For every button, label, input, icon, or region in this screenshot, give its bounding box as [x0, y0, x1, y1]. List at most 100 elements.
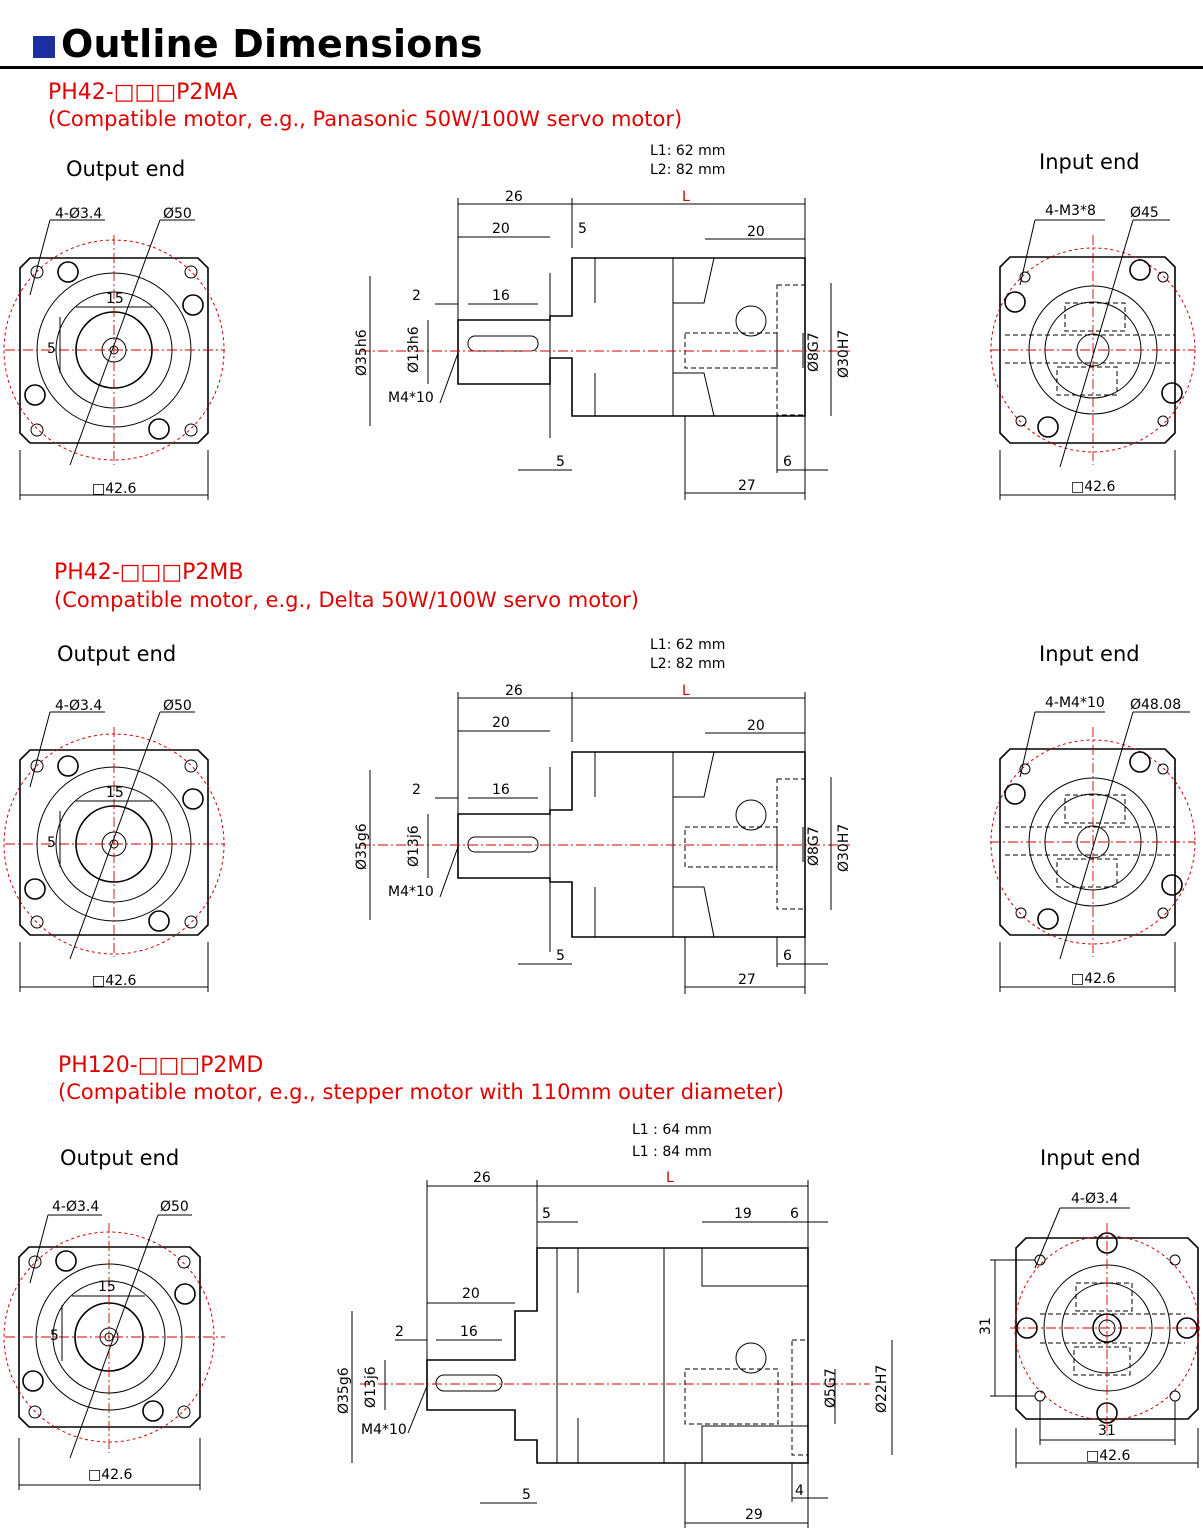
tap-label: M4*10 — [388, 884, 434, 900]
page-title: Outline Dimensions — [61, 22, 483, 66]
dim-6: 6 — [783, 948, 792, 964]
mount-hole — [30, 265, 44, 279]
holes-label: 4-Ø3.4 — [55, 698, 102, 714]
dim-26: 26 — [505, 189, 523, 205]
flange-square — [19, 749, 209, 936]
compatible-motor: (Compatible motor, e.g., Delta 50W/100W … — [54, 588, 639, 612]
pilot-diameter: Ø30H7 — [836, 330, 852, 378]
compatible-motor: (Compatible motor, e.g., Panasonic 50W/1… — [48, 107, 683, 131]
width-15-label: 15 — [106, 785, 124, 801]
key-slot — [467, 335, 539, 352]
holes-label: 4-Ø3.4 — [55, 206, 102, 222]
title-rule — [0, 66, 1203, 69]
side-view-drawing: L1: 62 mm L2: 82 mm 26 L 20 5 20 2 16 Ø3… — [354, 143, 852, 500]
length-l1: L1: 62 mm — [650, 637, 725, 653]
width-15-label: 15 — [98, 1279, 116, 1295]
section-ph42-p2ma: PH42-□□□P2MA (Compatible motor, e.g., Pa… — [0, 0, 1203, 520]
square-label: □42.6 — [1086, 1448, 1130, 1464]
mount-hole — [184, 265, 198, 279]
flange-square — [1015, 1237, 1199, 1420]
model-name: PH42-□□□P2MB — [54, 560, 244, 585]
bore-diameter: Ø5G7 — [823, 1368, 839, 1408]
housing-outline — [457, 257, 806, 417]
screw-head — [57, 261, 79, 283]
mount-hole — [184, 423, 198, 437]
length-l1: L1 : 64 mm — [632, 1122, 712, 1138]
shaft-diameter: Ø35g6 — [354, 823, 370, 870]
output-end-drawing: 4-Ø3.4 Ø50 15 5 □42.6 — [3, 206, 225, 500]
length-l1: L1: 62 mm — [650, 143, 725, 159]
housing-outline — [426, 1247, 809, 1464]
dim-20-left: 20 — [492, 221, 510, 237]
compatible-motor: (Compatible motor, e.g., stepper motor w… — [58, 1080, 785, 1104]
output-end-drawing: 4-Ø3.4 Ø50 15 5 □42.6 — [3, 1199, 225, 1490]
dim-16: 16 — [492, 288, 510, 304]
flange-square — [19, 257, 209, 444]
dim-16: 16 — [460, 1324, 478, 1340]
mount-hole — [30, 423, 44, 437]
bore-diameter: Ø8G7 — [806, 332, 822, 372]
section-ph120-p2md: PH120-□□□P2MD (Compatible motor, e.g., s… — [0, 1048, 1203, 1531]
shaft-diameter: Ø35h6 — [354, 329, 370, 376]
dim-6-top: 6 — [790, 1206, 799, 1222]
housing-outline — [457, 751, 806, 938]
holes-label: 4-M3*8 — [1045, 203, 1096, 219]
input-end-drawing: 4-M4*10 Ø48.08 □42.6 — [990, 695, 1196, 992]
key-diameter: Ø13j6 — [363, 1366, 379, 1408]
dim-16: 16 — [492, 782, 510, 798]
input-end-drawing: 4-Ø3.4 31 31 □42.6 — [978, 1191, 1203, 1468]
input-end-label: Input end — [1039, 642, 1140, 666]
square-label: □42.6 — [1071, 971, 1115, 987]
dim-5-top: 5 — [578, 221, 587, 237]
dim-2: 2 — [412, 288, 421, 304]
flange-square — [999, 256, 1176, 444]
dim-l: L — [682, 683, 690, 699]
height-5-label: 5 — [50, 1328, 59, 1344]
pcd-label: Ø45 — [1130, 205, 1159, 221]
dim-20: 20 — [462, 1286, 480, 1302]
dim-5-bottom: 5 — [556, 454, 565, 470]
pcd-label: Ø50 — [160, 1199, 189, 1215]
length-l2: L2: 82 mm — [650, 656, 725, 672]
holes-label: 4-Ø3.4 — [52, 1199, 99, 1215]
side-view-drawing: L1: 62 mm L2: 82 mm 26 L 20 20 2 16 Ø35g… — [354, 637, 852, 994]
screw-head — [24, 384, 46, 406]
pcd-label: Ø48.08 — [1130, 697, 1181, 713]
dim-5-bottom: 5 — [556, 948, 565, 964]
dim-29: 29 — [745, 1507, 763, 1523]
bore-diameter: Ø8G7 — [806, 826, 822, 866]
pilot-diameter: Ø30H7 — [836, 824, 852, 872]
pilot-diameter: Ø22H7 — [874, 1365, 890, 1413]
square-label: □42.6 — [1071, 479, 1115, 495]
dim-6: 6 — [783, 454, 792, 470]
dim-4: 4 — [795, 1483, 804, 1499]
model-name: PH42-□□□P2MA — [48, 80, 238, 105]
flange-square — [18, 1246, 201, 1428]
square-label: □42.6 — [92, 973, 136, 989]
length-l2: L2: 82 mm — [650, 162, 725, 178]
square-label: □42.6 — [88, 1467, 132, 1483]
dim-2: 2 — [412, 782, 421, 798]
pcd-label: Ø50 — [163, 698, 192, 714]
dim-31-horizontal: 31 — [1098, 1423, 1116, 1439]
output-end-label: Output end — [60, 1146, 180, 1170]
shaft-diameter: Ø35g6 — [336, 1367, 352, 1414]
dim-19: 19 — [734, 1206, 752, 1222]
tap-label: M4*10 — [361, 1422, 407, 1438]
height-5-label: 5 — [47, 341, 56, 357]
dim-31-vertical: 31 — [978, 1317, 994, 1335]
dim-26: 26 — [473, 1170, 491, 1186]
dim-l: L — [682, 189, 690, 205]
dim-l: L — [666, 1170, 674, 1186]
model-name: PH120-□□□P2MD — [58, 1053, 264, 1078]
output-end-drawing: 4-Ø3.4 Ø50 15 5 □42.6 — [3, 698, 225, 992]
key-diameter: Ø13j6 — [406, 825, 422, 867]
square-label: □42.6 — [92, 481, 136, 497]
width-15-label: 15 — [106, 291, 124, 307]
dim-5-bottom: 5 — [522, 1487, 531, 1503]
holes-label: 4-M4*10 — [1045, 695, 1105, 711]
section-ph42-p2mb: PH42-□□□P2MB (Compatible motor, e.g., De… — [0, 557, 1203, 1007]
dim-2: 2 — [395, 1324, 404, 1340]
flange-square — [999, 748, 1176, 936]
side-view-drawing: L1 : 64 mm L1 : 84 mm 26 L 5 19 6 20 2 1… — [336, 1122, 893, 1528]
